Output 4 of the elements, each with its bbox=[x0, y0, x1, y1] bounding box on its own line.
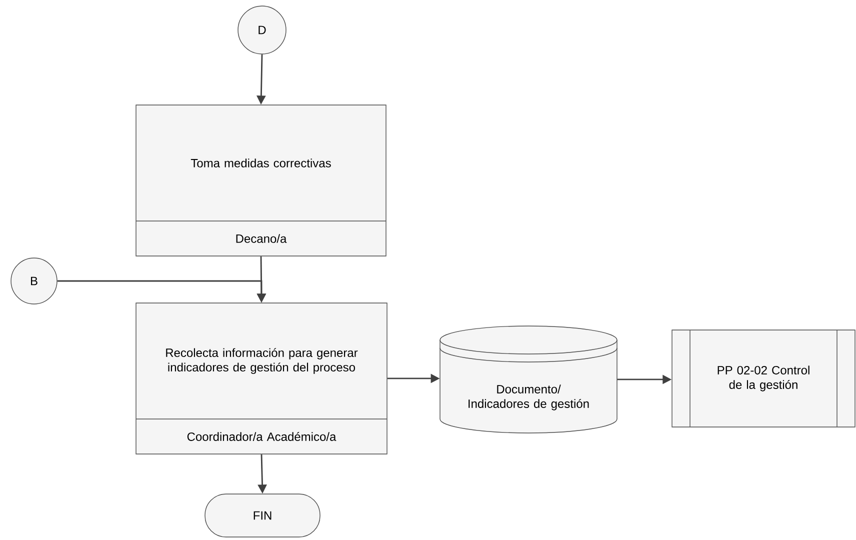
database-cylinder: Documento/ Indicadores de gestión bbox=[440, 326, 618, 434]
process-box: Recolecta información para generar indicadores de gestión del proceso Coordinador/a Académico/a bbox=[136, 302, 388, 454]
subprocess-box: PP 02-02 Control de la gestión bbox=[672, 330, 856, 428]
process-box: Toma medidas correctivas Decano/a bbox=[136, 104, 386, 256]
